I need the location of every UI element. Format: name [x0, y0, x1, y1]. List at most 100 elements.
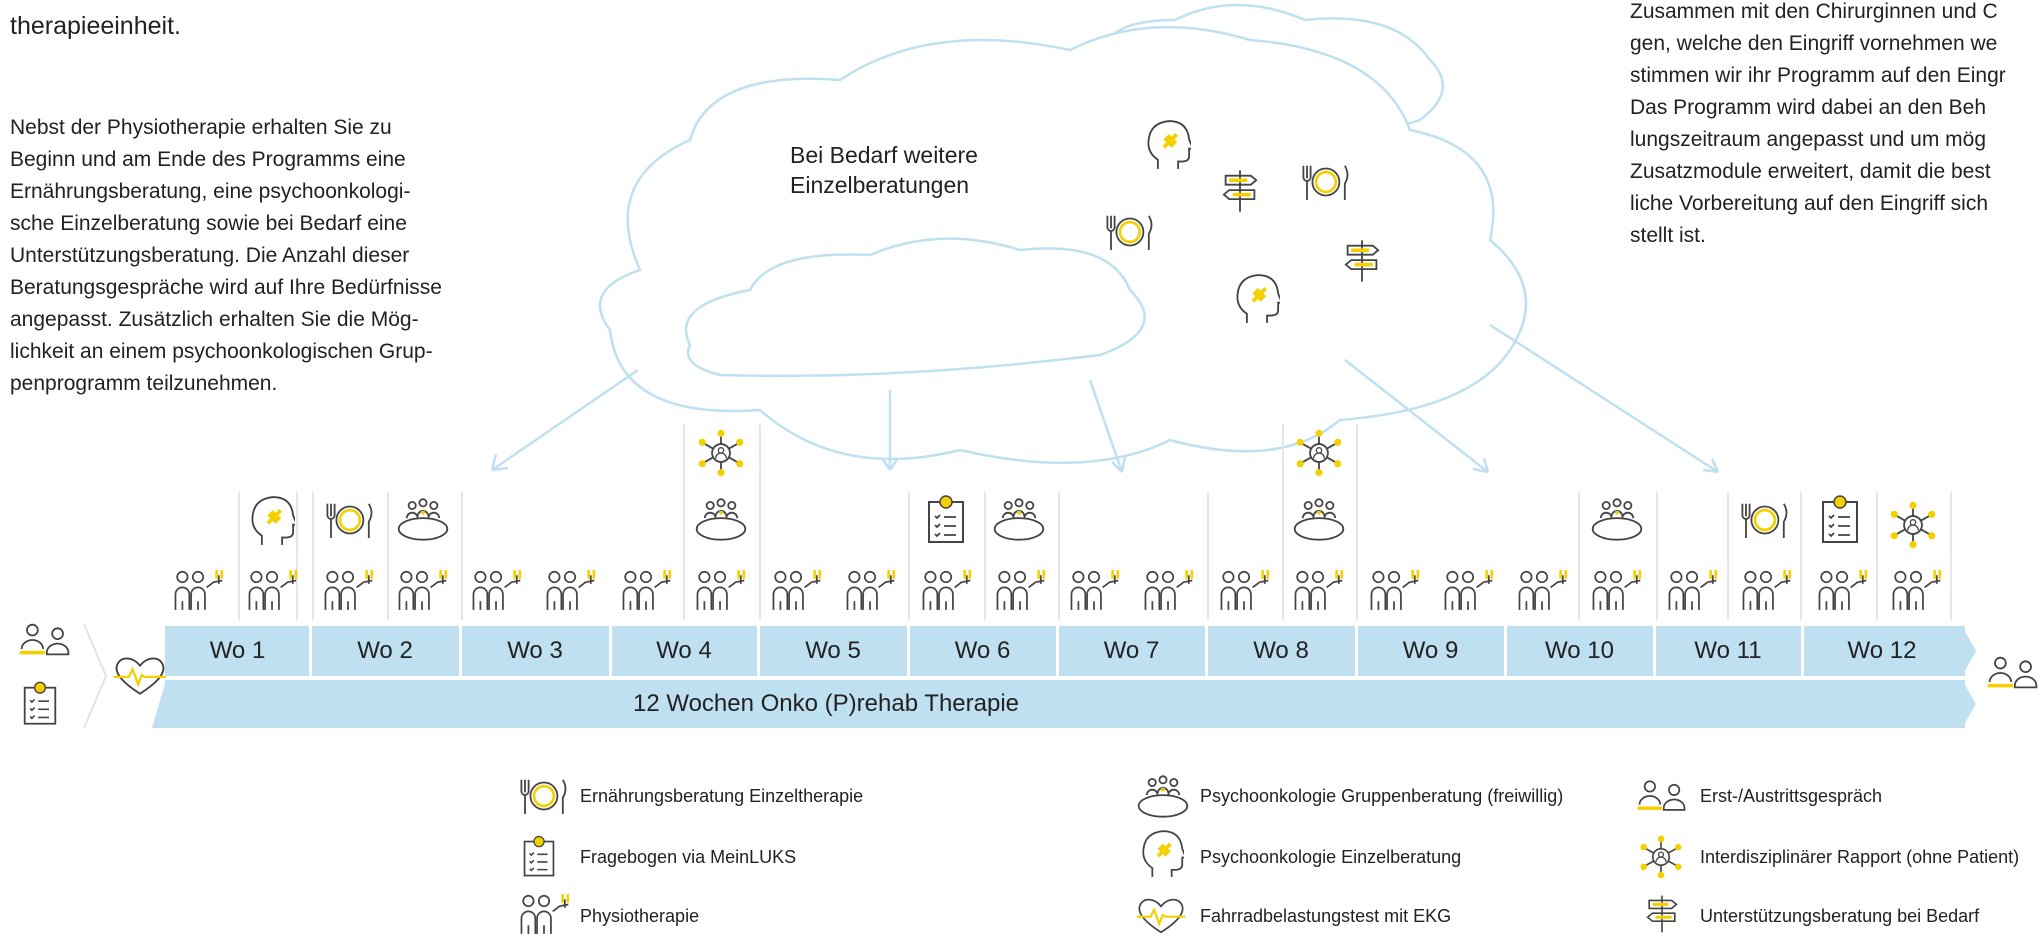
week-label: Wo 1: [209, 637, 266, 664]
entry-exit-talk-icon: [18, 622, 72, 658]
main-cloud: [598, 25, 1528, 465]
physio-icon: [920, 568, 972, 612]
week-label: Wo 2: [357, 637, 413, 664]
group-table-icon: [1136, 772, 1190, 820]
right-line: lungszeitraum angepasst und um mög: [1630, 128, 1987, 151]
legend-support: Unterstützungsberatung bei Bedarf: [1700, 906, 1980, 926]
rapport-network-icon: [696, 428, 746, 478]
physio-icon: [1816, 568, 1868, 612]
small-cloud-top: [1103, 3, 1445, 132]
physio-icon: [246, 568, 298, 612]
therapy-label: 12 Wochen Onko (P)rehab Therapie: [633, 690, 1020, 717]
left-line: Ernährungsberatung, eine psychoonkologi-: [10, 180, 411, 203]
group-table-icon: [396, 494, 450, 544]
week-label: Wo 8: [1253, 637, 1309, 664]
left-line: sche Einzelberatung sowie bei Bedarf ein…: [10, 212, 407, 235]
physio-icon: [770, 568, 822, 612]
signpost-icon: [1344, 238, 1380, 284]
legend-group: Psychoonkologie Gruppenberatung (freiwil…: [1200, 786, 1564, 806]
left-paragraph: Nebst der Physiotherapie erhalten Sie zu…: [10, 112, 485, 400]
arrow-wo4: [490, 368, 639, 472]
rapport-network-icon: [1294, 428, 1344, 478]
physio-icon: [1068, 568, 1120, 612]
left-line: Beratungsgespräche wird auf Ihre Bedürfn…: [10, 276, 442, 299]
group-table-icon: [694, 494, 748, 544]
chevron-divider: [83, 623, 108, 729]
left-line: penprogramm teilzunehmen.: [10, 372, 278, 395]
right-paragraph: Zusammen mit den Chirurginnen und C gen,…: [1630, 0, 2043, 252]
physio-icon: [1890, 568, 1942, 612]
cloud-label-line: Einzelberatungen: [790, 172, 970, 198]
head-puzzle-icon: [1145, 118, 1191, 172]
lower-cloud: [684, 237, 1146, 378]
right-line: gen, welche den Eingriff vornehmen we: [1630, 32, 1998, 55]
physio-icon: [1292, 568, 1344, 612]
legend-bike-test: Fahrradbelastungstest mit EKG: [1200, 906, 1452, 926]
physio-icon: [172, 568, 224, 612]
legend-nutrition: Ernährungsberatung Einzeltherapie: [580, 786, 864, 806]
arrow-wo7: [1088, 379, 1127, 473]
left-line: angepasst. Zusätzlich erhalten Sie die M…: [10, 308, 419, 331]
head-puzzle-icon: [1234, 272, 1280, 326]
right-line: liche Vorbereitung auf den Eingriff sich: [1630, 192, 1989, 215]
physio-icon: [518, 892, 570, 936]
right-line: Zusammen mit den Chirurginnen und C: [1630, 0, 1998, 23]
week-separator: [1205, 626, 1208, 676]
week-separator: [1355, 626, 1358, 676]
week-separator: [1504, 626, 1507, 676]
week-separator: [907, 626, 910, 676]
nutrition-plate-icon: [1737, 500, 1791, 540]
head-puzzle-icon: [1140, 828, 1184, 880]
week-label: Wo 4: [656, 637, 712, 664]
week-label: Wo 9: [1402, 637, 1459, 664]
physio-icon: [1142, 568, 1194, 612]
nutrition-plate-icon: [1102, 212, 1156, 252]
week-label: Wo 5: [805, 637, 861, 664]
cloud-label-line: Bei Bedarf weitere: [790, 142, 978, 168]
heart-ecg-icon: [1134, 896, 1188, 934]
week-label: Wo 12: [1847, 637, 1917, 664]
physio-icon: [694, 568, 746, 612]
group-table-icon: [1590, 494, 1644, 544]
week-separator: [1801, 626, 1804, 676]
entry-exit-talk-icon: [1986, 655, 2040, 691]
cloud-label: Bei Bedarf weitere Einzelberatungen: [790, 140, 978, 200]
physio-icon: [396, 568, 448, 612]
rapport-network-icon: [1638, 834, 1684, 880]
nutrition-plate-icon: [322, 500, 376, 540]
left-line: Unterstützungsberatung. Die Anzahl diese…: [10, 244, 410, 267]
physio-icon: [470, 568, 522, 612]
right-line: stimmen wir ihr Programm auf den Eingr: [1630, 64, 2006, 87]
therapy-band: 12 Wochen Onko (P)rehab Therapie: [165, 680, 1965, 728]
legend-physio: Physiotherapie: [580, 906, 700, 926]
right-line: Zusatzmodule erweitert, damit die best: [1630, 160, 1991, 183]
signpost-icon: [1222, 168, 1258, 214]
left-line: lichkeit an einem psychoonkologischen Gr…: [10, 340, 433, 363]
head-puzzle-icon: [249, 494, 295, 548]
physio-icon: [620, 568, 672, 612]
legend-entry-exit: Erst-/Austrittsgespräch: [1700, 786, 1883, 806]
week-separator: [757, 626, 760, 676]
group-table-icon: [1292, 494, 1346, 544]
right-line: Das Programm wird dabei an den Beh: [1630, 96, 1987, 119]
physio-icon: [1218, 568, 1270, 612]
clipboard-icon: [522, 834, 556, 878]
rapport-network-icon: [1888, 500, 1938, 550]
week-label: Wo 3: [507, 637, 563, 664]
week-label: Wo 6: [954, 637, 1011, 664]
arrow-wo5: [880, 390, 900, 471]
group-table-icon: [992, 494, 1046, 544]
physio-icon: [1590, 568, 1642, 612]
physio-icon: [1740, 568, 1792, 612]
entry-exit-talk-icon: [1636, 778, 1688, 814]
legend-questionnaire: Fragebogen via MeinLUKS: [580, 847, 797, 867]
week-band: [165, 626, 1965, 676]
physio-icon: [1516, 568, 1568, 612]
week-separator: [1056, 626, 1059, 676]
signpost-icon: [1646, 893, 1678, 935]
physio-icon: [544, 568, 596, 612]
physio-icon: [1368, 568, 1420, 612]
legend-psych-individual: Psychoonkologie Einzelberatung: [1200, 847, 1462, 867]
week-separator: [309, 626, 312, 676]
